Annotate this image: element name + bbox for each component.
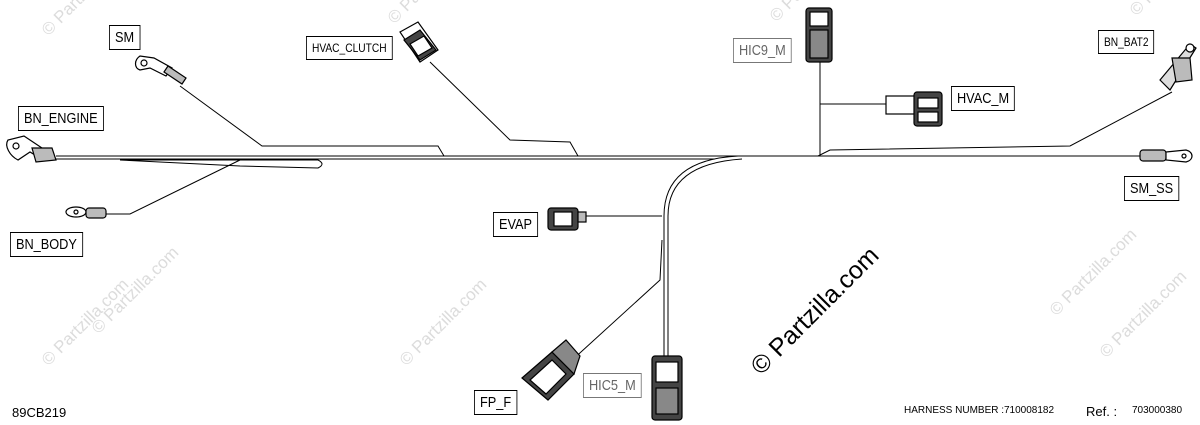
hvac-m-connector — [885, 91, 943, 127]
fp-f-connector — [521, 339, 581, 401]
label-bn-engine: BN_ENGINE — [18, 106, 104, 131]
ref-label: Ref. : — [1086, 404, 1118, 419]
sm-ss-ring-terminal — [1139, 149, 1193, 163]
sm-wire — [179, 85, 445, 157]
bn-bat2-terminal — [1159, 43, 1197, 91]
harness-number: 710008182 — [1004, 405, 1055, 416]
label-bn-body: BN_BODY — [10, 232, 83, 257]
label-hic5-m: HIC5_M — [583, 373, 642, 398]
label-sm: SM — [109, 25, 141, 50]
label-hic9-m: HIC9_M — [733, 38, 792, 63]
sm-ring-terminal — [134, 55, 187, 85]
label-hvac-clutch: HVAC_CLUTCH — [306, 36, 393, 60]
hic5-trunk-wire-2 — [667, 158, 743, 358]
label-hvac-m: HVAC_M — [951, 86, 1016, 111]
label-evap: EVAP — [493, 212, 538, 237]
ref-number: 703000380 — [1132, 405, 1183, 416]
hvac-clutch-wire — [429, 61, 579, 157]
bn-engine-ring-terminal — [6, 135, 57, 163]
label-sm-ss: SM_SS — [1124, 176, 1180, 201]
diagram-code: 89CB219 — [12, 405, 67, 420]
hic9-m-connector — [805, 7, 833, 63]
hic5-trunk-wire — [663, 155, 739, 358]
bn-body-ring-terminal — [65, 206, 107, 219]
hic5-m-connector — [651, 355, 683, 421]
label-fp-f: FP_F — [474, 390, 518, 415]
bn-bat2-wire — [817, 91, 1173, 157]
evap-connector — [547, 207, 587, 231]
harness-number-label: HARNESS NUMBER : — [904, 405, 1005, 416]
fp-f-wire — [569, 239, 663, 363]
trunk-loop — [119, 159, 323, 169]
hvac-clutch-connector — [399, 21, 439, 63]
label-bn-bat2: BN_BAT2 — [1098, 30, 1155, 54]
bn-body-wire — [105, 159, 241, 215]
